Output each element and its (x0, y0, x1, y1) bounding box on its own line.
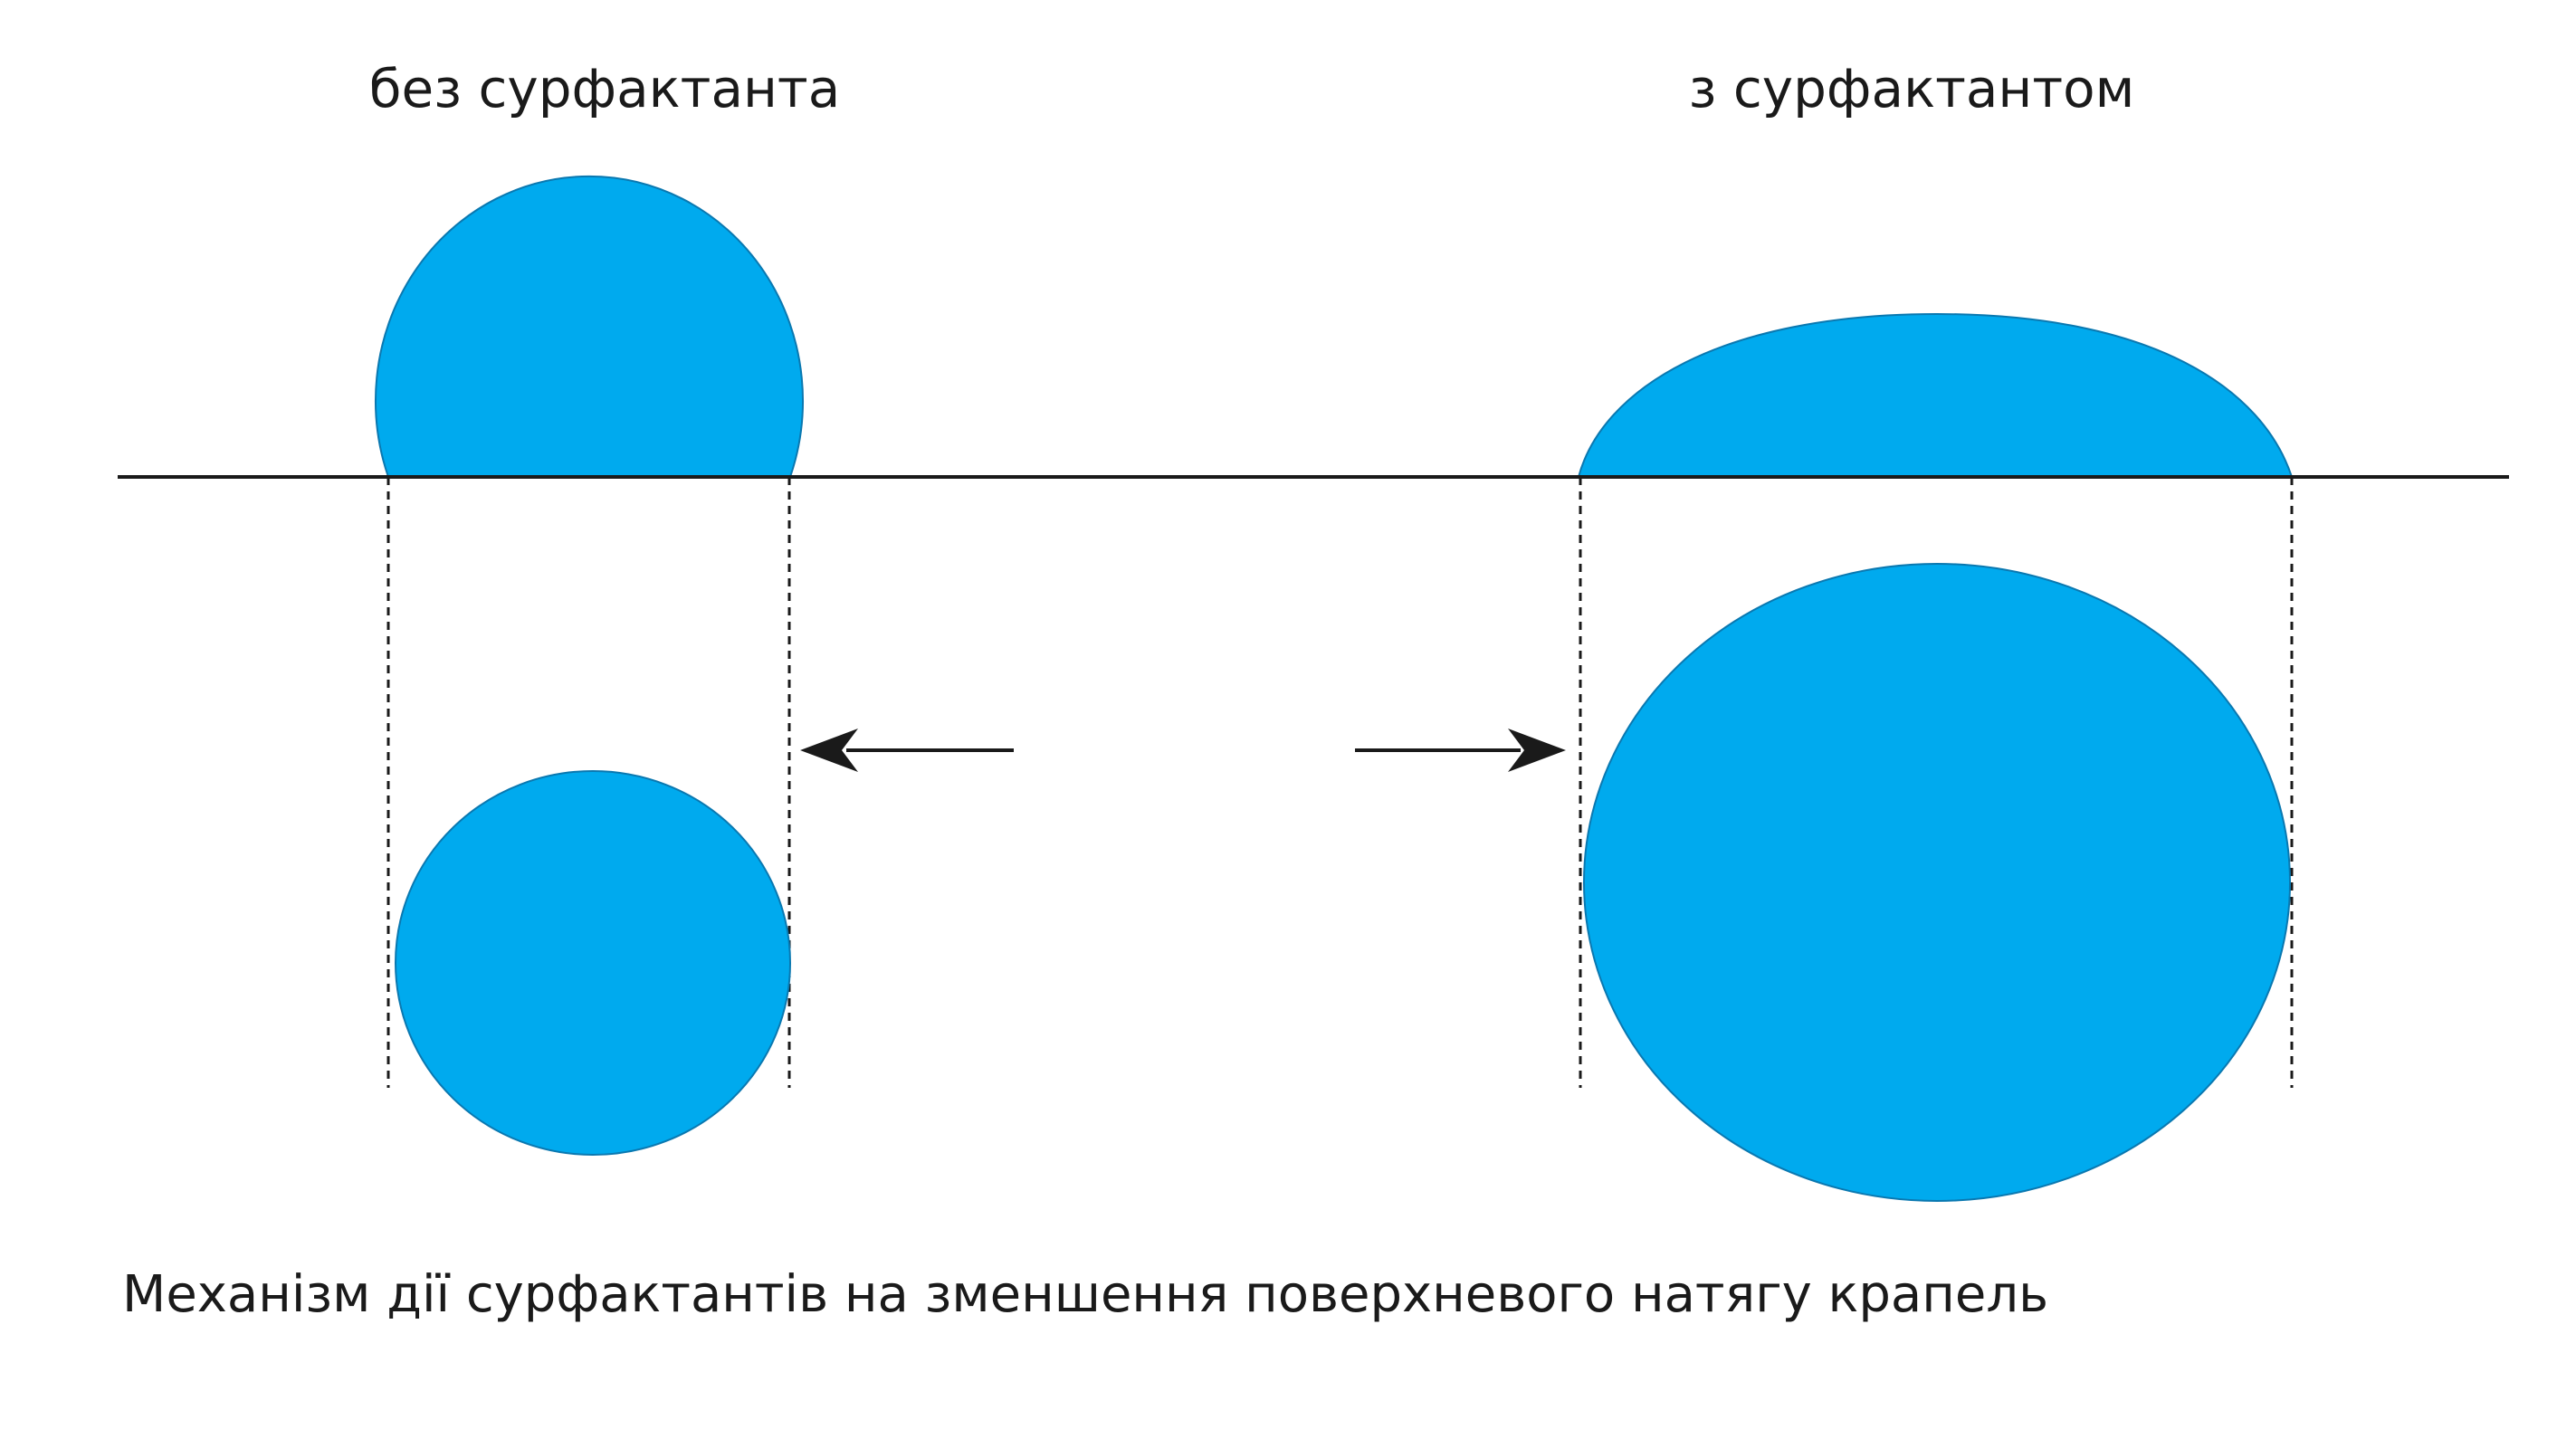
sessile-droplet-without-surfactant (375, 175, 804, 478)
label-without-surfactant: без сурфактанта (369, 58, 841, 119)
diagram-caption: Механізм дії сурфактантів на зменшення п… (122, 1265, 2048, 1324)
footprint-droplet-with-surfactant (1583, 563, 2291, 1202)
arrow-left-head (800, 729, 858, 772)
footprint-droplet-without-surfactant (395, 770, 791, 1156)
label-with-surfactant: з сурфактантом (1689, 58, 2135, 119)
sessile-droplet-with-surfactant (1577, 312, 2294, 478)
arrow-right-head (1508, 729, 1566, 772)
